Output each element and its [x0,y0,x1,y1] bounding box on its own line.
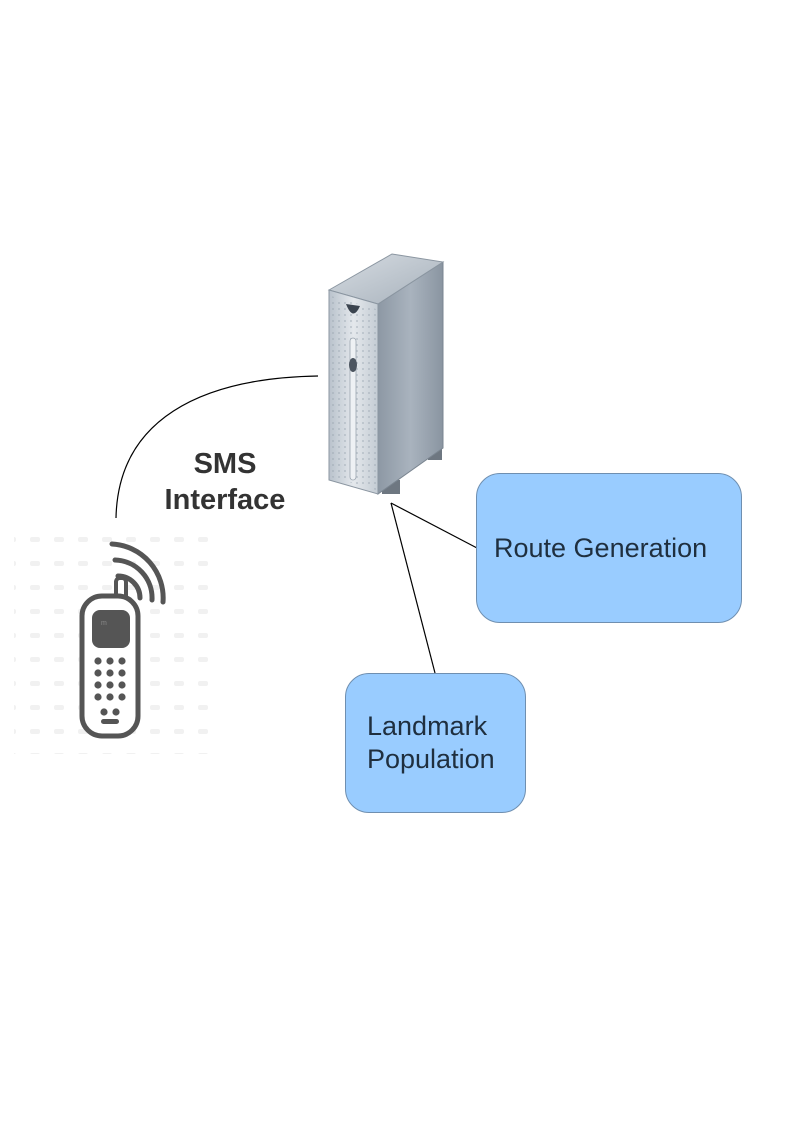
svg-text:m: m [101,620,107,627]
mobile-phone-icon: m [79,541,166,739]
landmark-connector-line [390,502,436,674]
landmark-population-label-line2: Population [367,744,495,774]
sms-label-line1: SMS [193,448,257,480]
server-tower-icon [327,253,445,495]
sms-connector-line [115,375,319,519]
sms-label-line2: Interface [164,484,286,516]
route-generation-node: Route Generation [476,473,742,623]
route-connector-line [390,502,478,549]
sms-interface-label: SMS Interface [150,446,300,518]
route-generation-label: Route Generation [494,532,708,563]
landmark-population-label-line1: Landmark [367,711,488,741]
landmark-population-node: Landmark Population [345,673,526,813]
